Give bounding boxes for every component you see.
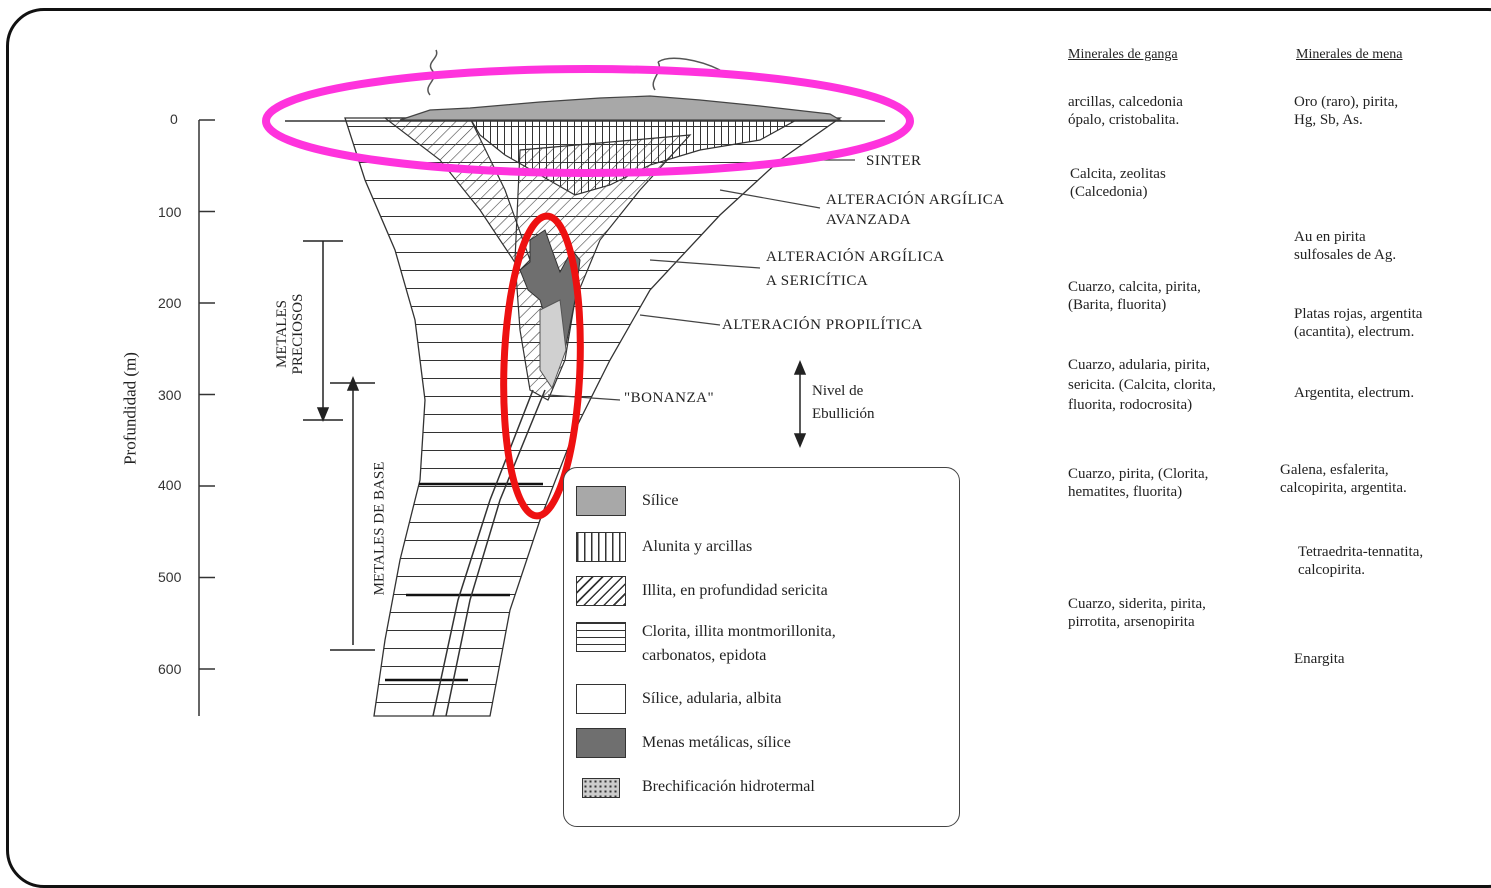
ebullicion-label-1: Nivel de bbox=[812, 383, 864, 399]
ganga-text: Cuarzo, pirita, (Clorita,hematites, fluo… bbox=[1068, 466, 1209, 500]
tick-label: 100 bbox=[158, 204, 182, 220]
legend-label: Sílice, adularia, albita bbox=[642, 690, 782, 707]
chlorite-swatch bbox=[576, 622, 626, 652]
ganga-text: Calcita, zeolitas(Calcedonia) bbox=[1070, 166, 1166, 200]
argilica-sericitica-label-1: ALTERACIÓN ARGÍLICA bbox=[766, 249, 945, 265]
mena-text: Platas rojas, argentita(acantita), elect… bbox=[1294, 306, 1423, 340]
feeder-vein bbox=[432, 389, 546, 717]
legend: Sílice Alunita y arcillas Illita, en pro… bbox=[563, 467, 960, 827]
tick-label: 300 bbox=[158, 387, 182, 403]
mena-text: Tetraedrita-tennatita,calcopirita. bbox=[1298, 544, 1424, 578]
tick-label: 200 bbox=[158, 295, 182, 311]
epithermal-cross-section bbox=[198, 49, 914, 717]
legend-label: Illita, en profundidad sericita bbox=[642, 582, 828, 599]
alunite-swatch bbox=[576, 532, 626, 562]
ganga-text: Cuarzo, calcita, pirita,(Barita, fluorit… bbox=[1068, 279, 1201, 313]
adularia-swatch bbox=[576, 684, 626, 714]
ganga-header: Minerales de ganga bbox=[1068, 47, 1178, 62]
sinter-cap bbox=[285, 49, 885, 122]
legend-label: Sílice bbox=[642, 492, 679, 509]
legend-label: Brechificación hidrotermal bbox=[642, 778, 815, 795]
legend-label: Menas metálicas, sílice bbox=[642, 734, 791, 751]
tick-label: 500 bbox=[158, 569, 182, 585]
tick-label: 0 bbox=[170, 111, 178, 127]
illite-swatch bbox=[576, 576, 626, 606]
mena-text: Oro (raro), pirita,Hg, Sb, As. bbox=[1294, 94, 1399, 128]
mena-text: Enargita bbox=[1294, 651, 1345, 667]
legend-label: Clorita, illita montmorillonita,carbonat… bbox=[642, 623, 836, 664]
mena-header: Minerales de mena bbox=[1296, 47, 1403, 62]
ganga-text: Cuarzo, adularia, pirita,sericita. (Calc… bbox=[1068, 357, 1216, 413]
metales-base-label: METALES DE BASE bbox=[371, 461, 388, 596]
ganga-text: Cuarzo, siderita, pirita,pirrotita, arse… bbox=[1068, 596, 1206, 630]
ebullicion-label-2: Ebullición bbox=[812, 406, 875, 422]
ore-shoot bbox=[519, 229, 581, 390]
breccia-swatch bbox=[582, 778, 620, 798]
highlight-oval bbox=[500, 212, 584, 520]
depth-axis bbox=[198, 119, 215, 716]
highlight-ellipse bbox=[262, 65, 914, 177]
mena-text: Argentita, electrum. bbox=[1294, 385, 1415, 401]
y-axis-label: Profundidad (m) bbox=[120, 352, 140, 465]
bonanza-label: "BONANZA" bbox=[624, 390, 715, 406]
silica-swatch bbox=[576, 486, 626, 516]
legend-label: Alunita y arcillas bbox=[642, 538, 753, 555]
ore-swatch bbox=[576, 728, 626, 758]
propilitica-label: ALTERACIÓN PROPILÍTICA bbox=[722, 317, 923, 333]
argilica-sericitica-label-2: A SERICÍTICA bbox=[766, 273, 869, 289]
tick-label: 600 bbox=[158, 661, 182, 677]
argilica-avanzada-label-1: ALTERACIÓN ARGÍLICA bbox=[826, 192, 1005, 208]
mena-text: Galena, esfalerita,calcopirita, argentit… bbox=[1280, 462, 1407, 496]
tick-label: 400 bbox=[158, 477, 182, 493]
argilica-avanzada-label-2: AVANZADA bbox=[826, 212, 912, 228]
sinter-label: SINTER bbox=[866, 153, 922, 169]
metal-range-arrows bbox=[303, 240, 807, 651]
